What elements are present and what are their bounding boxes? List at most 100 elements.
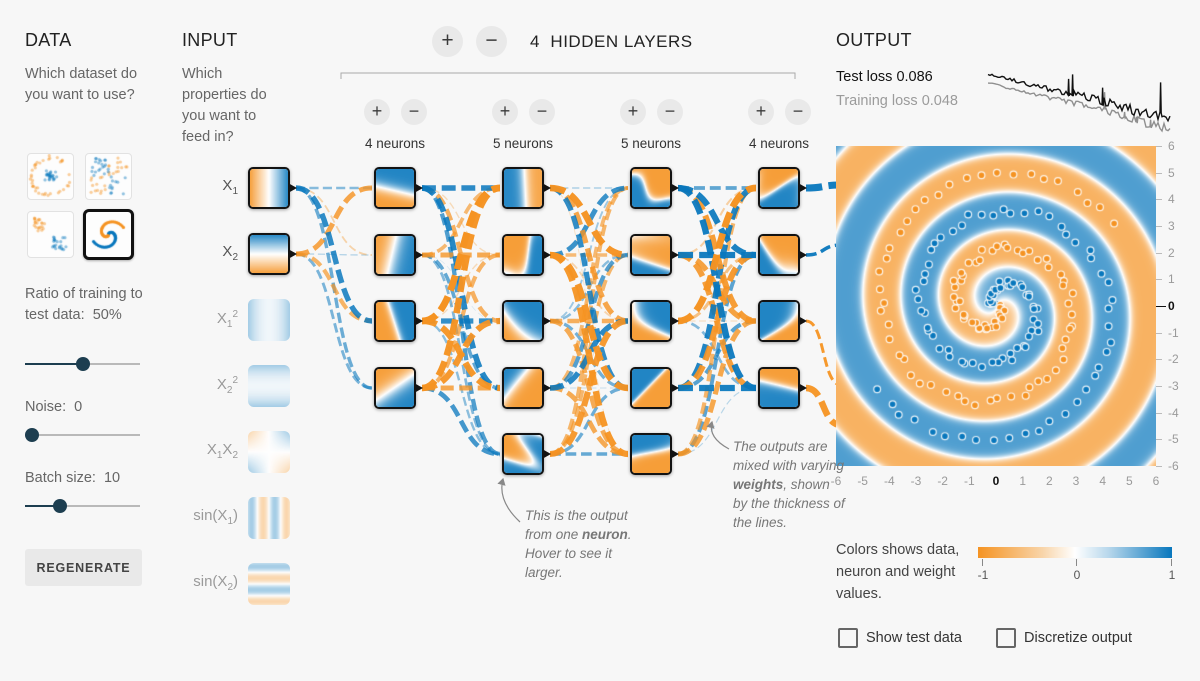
y-axis-tick--4: -4 <box>1168 405 1179 420</box>
neuron-heatmap <box>632 435 670 473</box>
feature-neuron-x2[interactable] <box>248 233 297 275</box>
hidden-neuron-l3-n5[interactable] <box>630 433 679 475</box>
hidden-neuron-l4-n2[interactable] <box>758 234 807 276</box>
remove-neuron-button-layer4[interactable]: − <box>785 99 811 125</box>
y-axis-tick--1: -1 <box>1168 325 1179 340</box>
hidden-neuron-l2-n5[interactable] <box>502 433 551 475</box>
output-decision-heatmap <box>836 146 1156 466</box>
remove-neuron-button-layer2[interactable]: − <box>529 99 555 125</box>
neuron-output-arrow <box>670 449 679 459</box>
gaussian-dataset-icon <box>28 212 73 257</box>
hidden-neuron-l4-n4[interactable] <box>758 367 807 409</box>
neuron-output-arrow <box>798 316 807 326</box>
legend-tick--1: -1 <box>977 568 989 582</box>
neuron-count-layer2: 5 neurons <box>492 136 554 151</box>
hidden-neuron-l1-n4[interactable] <box>374 367 423 409</box>
hidden-neuron-l2-n2[interactable] <box>502 234 551 276</box>
noise-slider[interactable] <box>25 428 140 442</box>
feature-label-x2sq: X22 <box>216 375 238 396</box>
dataset-thumbnail-gaussian[interactable] <box>27 211 74 258</box>
neuron-output-arrow <box>542 449 551 459</box>
feature-neuron-x2sq[interactable] <box>248 365 290 407</box>
input-panel-title: INPUT <box>182 30 238 50</box>
batch-value: 10 <box>103 470 121 486</box>
add-neuron-button-layer3[interactable]: + <box>620 99 646 125</box>
hidden-neuron-l3-n1[interactable] <box>630 167 679 209</box>
noise-slider-knob[interactable] <box>25 428 39 442</box>
remove-neuron-button-layer3[interactable]: − <box>657 99 683 125</box>
feature-label-x2: X2 <box>222 243 238 263</box>
feature-neuron-x1x2[interactable] <box>248 431 290 473</box>
neuron-heatmap <box>376 369 414 407</box>
exclusive-or-dataset-icon <box>86 154 131 199</box>
hidden-neuron-l2-n4[interactable] <box>502 367 551 409</box>
hidden-neuron-l3-n3[interactable] <box>630 300 679 342</box>
hidden-neuron-l3-n2[interactable] <box>630 234 679 276</box>
training-loss-value: 0.048 <box>921 93 958 109</box>
neuron-output-arrow <box>670 383 679 393</box>
dataset-thumbnail-circle[interactable] <box>27 153 74 200</box>
neuron-heatmap <box>632 169 670 207</box>
discretize-output-checkbox[interactable] <box>996 628 1016 648</box>
add-neuron-button-layer4[interactable]: + <box>748 99 774 125</box>
y-axis-tick-5: 5 <box>1168 165 1175 180</box>
weights-annotation: The outputs are mixed with varying weigh… <box>733 439 845 530</box>
neuron-heatmap <box>504 369 542 407</box>
feature-neuron-x1[interactable] <box>248 167 297 209</box>
training-loss: Training loss 0.048 <box>836 93 958 109</box>
ratio-slider-knob[interactable] <box>75 357 90 371</box>
neuron-heatmap <box>376 236 414 274</box>
y-axis-tick-1: 1 <box>1168 272 1175 287</box>
feature-heatmap-x1x2 <box>248 431 290 473</box>
batch-slider[interactable] <box>25 499 140 513</box>
add-layer-button[interactable]: + <box>432 26 463 57</box>
y-axis-tick-6: 6 <box>1168 139 1175 153</box>
add-neuron-button-layer1[interactable]: + <box>364 99 390 125</box>
add-neuron-button-layer2[interactable]: + <box>492 99 518 125</box>
neuron-output-arrow <box>670 183 679 193</box>
neuron-heatmap <box>632 302 670 340</box>
hidden-neuron-l1-n1[interactable] <box>374 167 423 209</box>
neuron-heatmap <box>632 369 670 407</box>
hidden-neuron-l2-n1[interactable] <box>502 167 551 209</box>
hidden-neuron-l3-n4[interactable] <box>630 367 679 409</box>
legend-tick-1: 1 <box>1168 568 1176 582</box>
x-axis-tick--2: -2 <box>937 474 948 488</box>
hidden-neuron-l1-n3[interactable] <box>374 300 423 342</box>
show-test-data-checkbox[interactable] <box>838 628 858 648</box>
discretize-output-label[interactable]: Discretize output <box>1024 630 1132 646</box>
hidden-neuron-l2-n3[interactable] <box>502 300 551 342</box>
test-loss: Test loss 0.086 <box>836 69 933 85</box>
x-axis-tick-0: 0 <box>992 474 1000 488</box>
hidden-neuron-l4-n1[interactable] <box>758 167 807 209</box>
feature-neuron-sinx1[interactable] <box>248 497 290 539</box>
hidden-neuron-l4-n3[interactable] <box>758 300 807 342</box>
color-scale <box>978 547 1172 558</box>
regenerate-button[interactable]: REGENERATE <box>25 549 142 586</box>
show-test-data-label[interactable]: Show test data <box>866 630 962 646</box>
noise-value: 0 <box>74 399 83 415</box>
feature-neuron-x1sq[interactable] <box>248 299 290 341</box>
neuron-heatmap <box>760 169 798 207</box>
neuron-count-layer3: 5 neurons <box>620 136 682 151</box>
hidden-neuron-l1-n2[interactable] <box>374 234 423 276</box>
feature-label-x1: X1 <box>222 177 238 197</box>
dataset-thumbnail-spiral[interactable] <box>83 209 134 260</box>
neuron-output-arrow <box>414 250 423 260</box>
remove-neuron-button-layer1[interactable]: − <box>401 99 427 125</box>
ratio-slider[interactable] <box>25 357 140 371</box>
neuron-output-arrow <box>414 383 423 393</box>
dataset-question: Which dataset do you want to use? <box>25 66 138 103</box>
neuron-heatmap <box>504 435 542 473</box>
feature-neuron-sinx2[interactable] <box>248 563 290 605</box>
remove-layer-button[interactable]: − <box>476 26 507 57</box>
neuron-output-arrow <box>414 183 423 193</box>
feature-label-x1x2: X1X2 <box>206 441 238 461</box>
dataset-thumbnail-exclusive-or[interactable] <box>85 153 132 200</box>
input-question: Which properties do you want to feed in? <box>182 66 267 145</box>
neuron-heatmap <box>760 236 798 274</box>
feature-heatmap-x1sq <box>248 299 290 341</box>
batch-slider-knob[interactable] <box>52 499 67 513</box>
neuron-output-arrow <box>798 183 807 193</box>
neuron-output-arrow <box>288 183 297 193</box>
